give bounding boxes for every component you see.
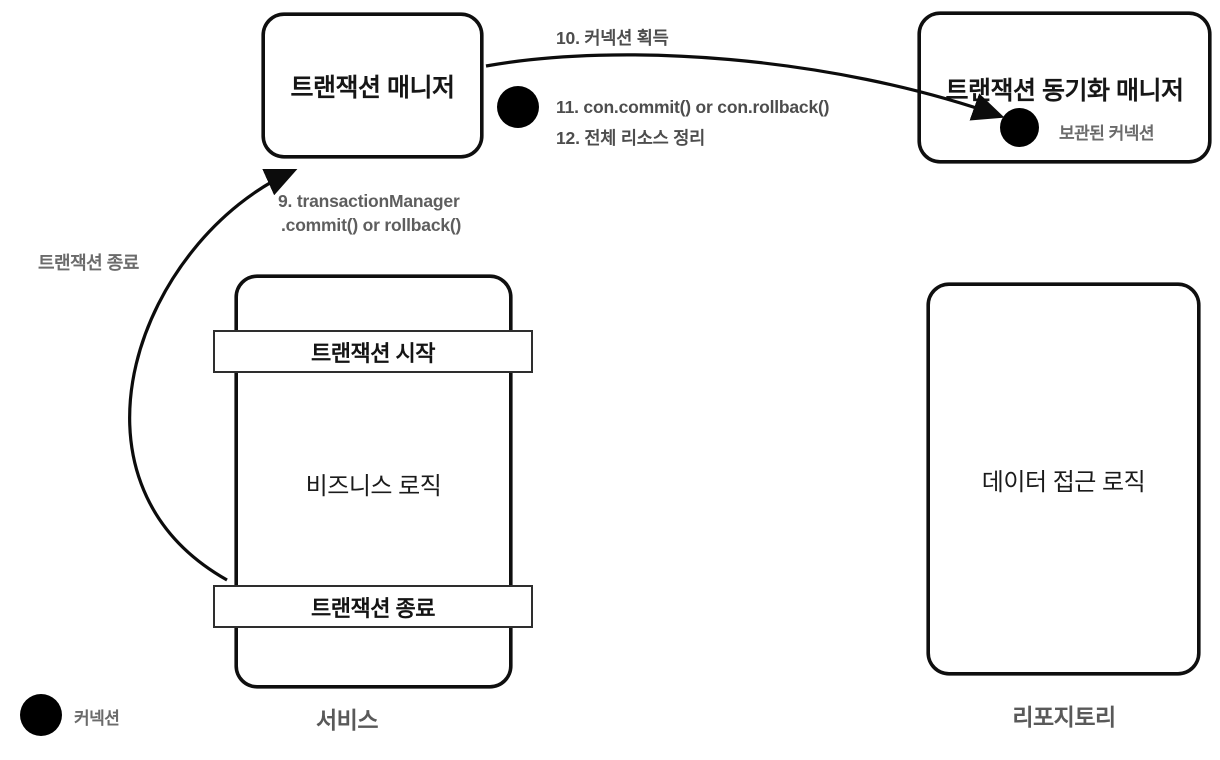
legend-connection-icon bbox=[20, 694, 62, 736]
service-caption: 서비스 bbox=[316, 707, 378, 733]
transaction-manager-label: 트랜잭션 매니저 bbox=[290, 73, 455, 102]
step-9-label-line1: 9. transactionManager bbox=[278, 191, 460, 211]
stored-connection-label: 보관된 커넥션 bbox=[1059, 124, 1155, 143]
transaction-manager-box: 트랜잭션 매니저 bbox=[262, 13, 483, 158]
transaction-start-banner: 트랜잭션 시작 bbox=[213, 330, 533, 373]
business-logic-label: 비즈니스 로직 bbox=[305, 473, 442, 500]
transaction-end-banner: 트랜잭션 종료 bbox=[213, 585, 533, 628]
connection-icon bbox=[1000, 108, 1039, 147]
data-access-logic-label: 데이터 접근 로직 bbox=[981, 468, 1146, 496]
step-9-label-line2: .commit() or rollback() bbox=[281, 215, 462, 235]
repository-caption: 리포지토리 bbox=[1012, 704, 1116, 730]
step-12-label: 12. 전체 리소스 정리 bbox=[556, 128, 706, 148]
transaction-end-note: 트랜잭션 종료 bbox=[38, 253, 139, 273]
sync-manager-label: 트랜잭션 동기화 매니저 bbox=[945, 77, 1184, 105]
step-11-label: 11. con.commit() or con.rollback() bbox=[556, 97, 830, 117]
sync-manager-box: 트랜잭션 동기화 매니저 보관된 커넥션 bbox=[918, 12, 1211, 163]
step-10-label: 10. 커넥션 획득 bbox=[556, 28, 669, 48]
service-box: 트랜잭션 시작 비즈니스 로직 트랜잭션 종료 bbox=[213, 275, 533, 688]
legend-connection-label: 커넥션 bbox=[74, 709, 120, 728]
connection-icon bbox=[497, 86, 539, 128]
repository-box: 데이터 접근 로직 bbox=[927, 283, 1200, 675]
